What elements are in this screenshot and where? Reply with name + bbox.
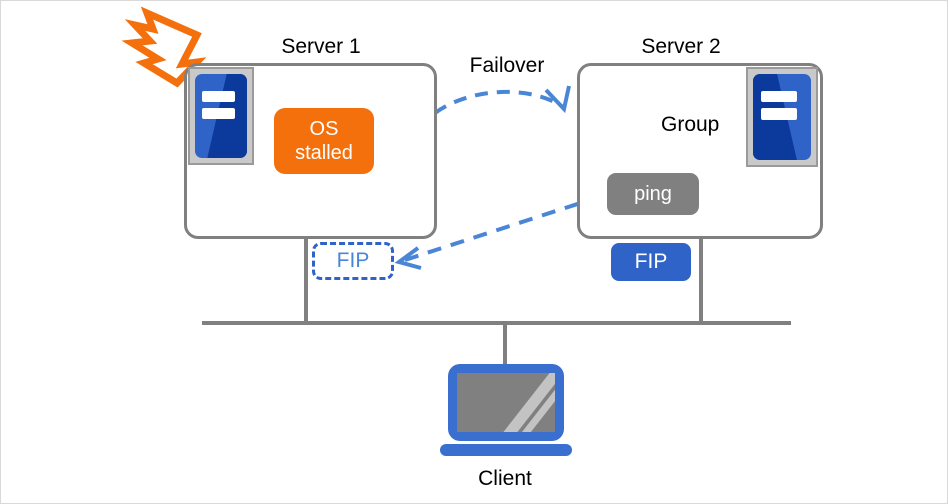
server1-title: Server 1 [281, 35, 361, 58]
ping-badge: ping [607, 173, 699, 215]
server1-hardware-icon [188, 67, 254, 165]
server1-fip-label: FIP [336, 249, 370, 272]
failover-label: Failover [469, 54, 545, 77]
server2-fip-badge: FIP [611, 243, 691, 281]
failover-arrow [433, 85, 571, 115]
server1-fip-badge: FIP [312, 242, 394, 280]
client-base [440, 444, 572, 456]
server2-title: Server 2 [641, 35, 721, 58]
os-stalled-line1: OS [309, 118, 339, 140]
server2-hardware-icon [746, 67, 818, 167]
network-bus-lines [202, 239, 791, 365]
client-label: Client [478, 467, 532, 490]
server2-fip-label: FIP [634, 250, 668, 273]
os-stalled-badge: OS stalled [274, 108, 374, 174]
group-label: Group [661, 113, 720, 136]
ping-label: ping [634, 182, 672, 205]
os-stalled-line2: stalled [295, 142, 353, 164]
client-monitor-icon [448, 364, 564, 441]
